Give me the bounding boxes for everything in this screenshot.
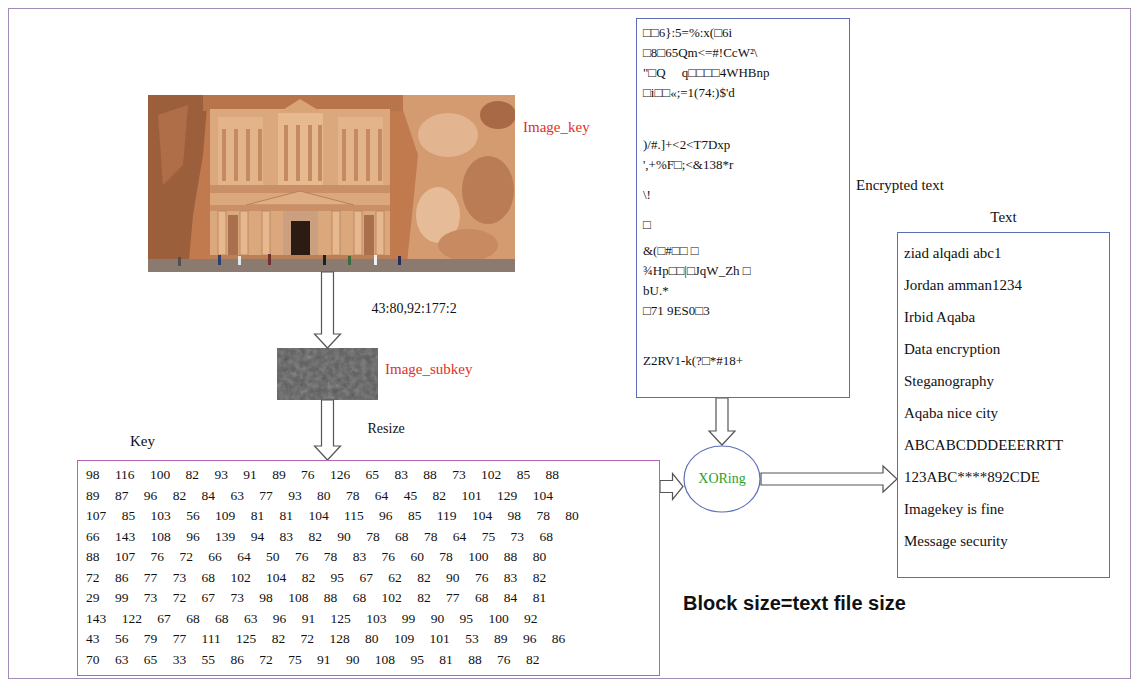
- key-row: 43 56 79 77 111 125 82 72 128 80 109 101…: [86, 629, 565, 650]
- cipher-line: ¾Hp□□|□JqW_Zh □: [643, 261, 751, 281]
- cipher-line: □□6}:5=%:x(□6i: [643, 23, 732, 43]
- text-line: Imagekey is fine: [904, 493, 1004, 525]
- key-row: 70 63 65 33 55 86 72 75 91 90 108 95 81 …: [86, 650, 539, 671]
- encrypted-text-box: □□6}:5=%:x(□6i□8□65Qm<=#!CcW²\"□Q q□□□□4…: [636, 18, 850, 398]
- key-box: 98 116 100 82 93 91 89 76 126 65 83 88 7…: [77, 460, 660, 676]
- encrypted-text-label: Encrypted text: [856, 177, 944, 194]
- hollow-arrow: [315, 400, 341, 460]
- arrow-label: Resize: [366, 421, 407, 437]
- text-line: Aqaba nice city: [904, 397, 998, 429]
- cipher-line: □: [643, 215, 651, 235]
- key-row: 98 116 100 82 93 91 89 76 126 65 83 88 7…: [86, 465, 559, 486]
- key-label: Key: [130, 433, 155, 450]
- text-line: Steganography: [904, 365, 994, 397]
- image-key-photo-frame: Image_key: [148, 95, 515, 272]
- text-line: 123ABC****892CDE: [904, 461, 1040, 493]
- text-line: Jordan amman1234: [904, 269, 1022, 301]
- note-label: Block size=text file size: [683, 592, 906, 615]
- text-area: □□6}:5=%:x(□6i□8□65Qm<=#!CcW²\"□Q q□□□□4…: [637, 19, 849, 375]
- hollow-arrow: [660, 474, 683, 500]
- petra-photo: [148, 95, 515, 272]
- cipher-line: "□Q q□□□□4WHBnp: [643, 63, 770, 83]
- key-row: 107 85 103 56 109 81 81 104 115 96 85 11…: [86, 506, 579, 527]
- text-line: Data encryption: [904, 333, 1000, 365]
- image-subkey-label: Image_subkey: [385, 361, 472, 378]
- text-area: 98 116 100 82 93 91 89 76 126 65 83 88 7…: [78, 461, 659, 674]
- key-row: 88 107 76 72 66 64 50 76 78 83 76 60 78 …: [86, 547, 546, 568]
- cipher-line: \!: [643, 185, 651, 205]
- cipher-line: □8□65Qm<=#!CcW²\: [643, 43, 757, 63]
- cipher-line: □71 9ES0□3: [643, 301, 710, 321]
- hollow-arrow: [761, 466, 897, 492]
- cipher-line: □i□□«;=1(74:)$'d: [643, 83, 735, 103]
- text-line: Irbid Aqaba: [904, 301, 975, 333]
- key-row: 29 99 73 72 67 73 98 108 88 68 102 82 77…: [86, 588, 546, 609]
- image-subkey-frame: Image_subkey: [277, 348, 378, 400]
- hollow-arrow: [709, 398, 735, 445]
- plain-text-box: ziad alqadi abc1Jordan amman1234Irbid Aq…: [897, 232, 1110, 578]
- key-row: 66 143 108 96 139 94 83 82 90 78 68 78 6…: [86, 527, 553, 548]
- text-area: XORing: [683, 445, 761, 513]
- cipher-line: )/#.]+<2<T7Dxp: [643, 135, 730, 155]
- hollow-arrow: [315, 272, 341, 348]
- key-row: 72 86 77 73 68 102 104 82 95 67 62 82 90…: [86, 568, 546, 589]
- image-key-label: Image_key: [523, 119, 590, 136]
- text-heading: Text: [898, 209, 1109, 226]
- subkey-image: [277, 348, 378, 400]
- text-line: ABCABCDDDEEERRTT: [904, 429, 1063, 461]
- key-row: 89 87 96 82 84 63 77 93 80 78 64 45 82 1…: [86, 486, 553, 507]
- cipher-line: &(□#□□ □: [643, 241, 699, 261]
- arrow-label: 43:80,92:177:2: [370, 301, 459, 317]
- xor-circle: XORing: [683, 445, 761, 513]
- text-line: Message security: [904, 525, 1008, 557]
- cipher-line: ',+%F□;<&138*r: [643, 155, 733, 175]
- circle-shape: [684, 446, 760, 512]
- cipher-line: Z2RV1-k(?□*#18+: [643, 351, 743, 371]
- xor-label: XORing: [698, 470, 745, 488]
- key-row: 143 122 67 68 68 63 96 91 125 103 99 90 …: [86, 609, 538, 630]
- text-area: ziad alqadi abc1Jordan amman1234Irbid Aq…: [898, 233, 1109, 561]
- text-line: ziad alqadi abc1: [904, 237, 1001, 269]
- cipher-line: bU.*: [643, 281, 669, 301]
